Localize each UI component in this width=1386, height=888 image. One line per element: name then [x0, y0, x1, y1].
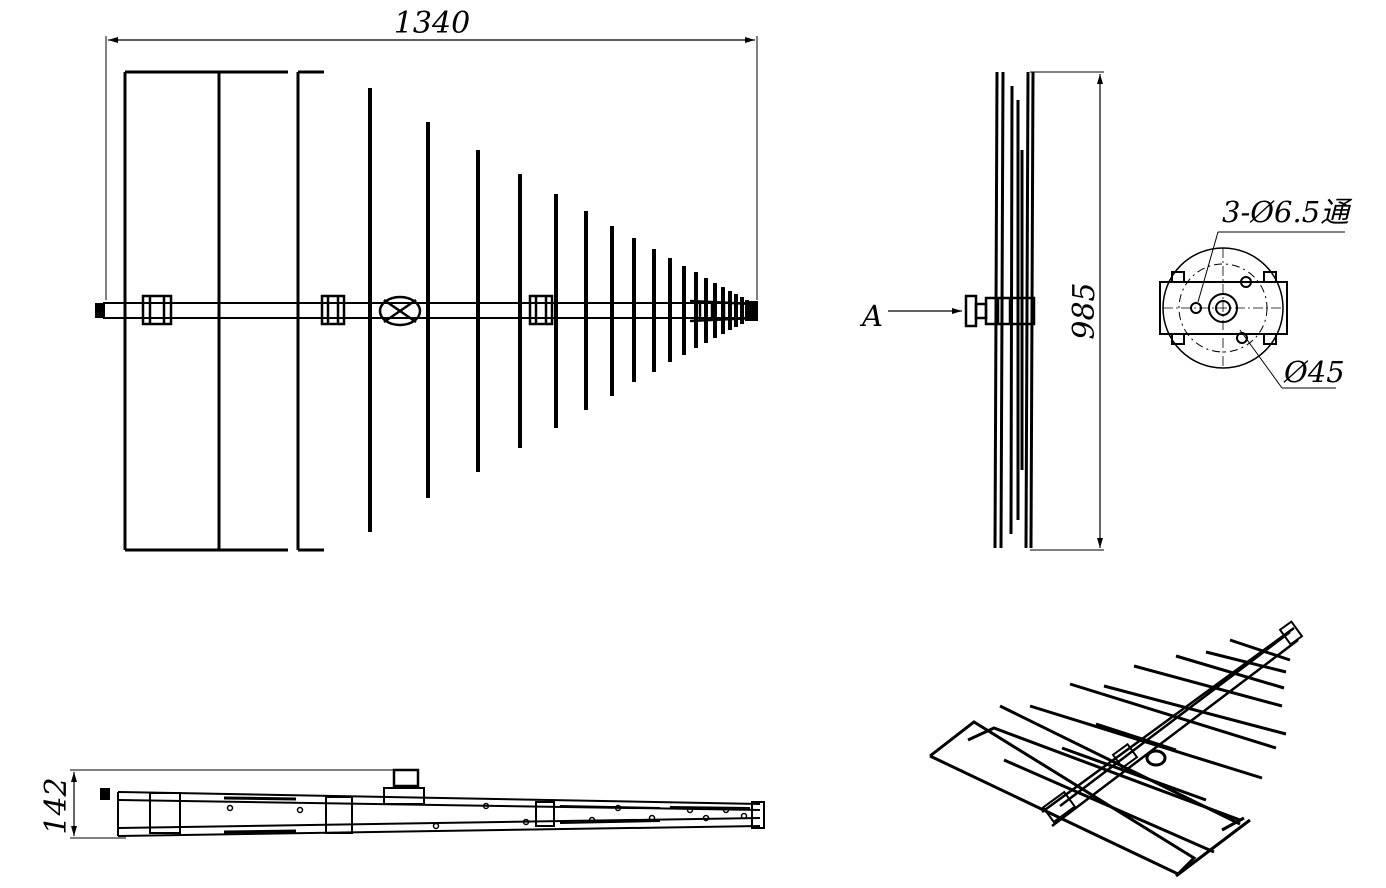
- hole-callout-leader: [1197, 231, 1219, 303]
- side-boom: [964, 294, 1036, 328]
- frame-reflector: [123, 70, 324, 552]
- bottom-view: [70, 768, 765, 839]
- end-mount-plate: [1159, 281, 1288, 335]
- diameter-callout-label: Ø45: [1283, 355, 1345, 389]
- length-dimension-label: 1340: [394, 6, 470, 41]
- front-view: [95, 36, 758, 552]
- bottom-bolts: [226, 802, 748, 830]
- dipole-elements: [368, 88, 749, 532]
- isometric-view: [929, 620, 1304, 878]
- boom-clamps: [141, 294, 754, 327]
- height-dimension-label: 985: [1067, 282, 1102, 339]
- bottom-boom: [100, 768, 765, 837]
- end-view: [1159, 231, 1345, 389]
- iso-mount: [1041, 742, 1167, 824]
- side-elements: [993, 71, 1035, 549]
- iso-frame: [929, 720, 1251, 878]
- mount-hole: [1240, 276, 1252, 288]
- view-a-label: A: [859, 299, 883, 333]
- hole-callout-label: 3-Ø6.5通: [1222, 195, 1353, 229]
- side-view: [888, 71, 1104, 551]
- bottom-height-dimension-label: 142: [39, 777, 74, 834]
- diameter-callout-leader: [1239, 329, 1283, 389]
